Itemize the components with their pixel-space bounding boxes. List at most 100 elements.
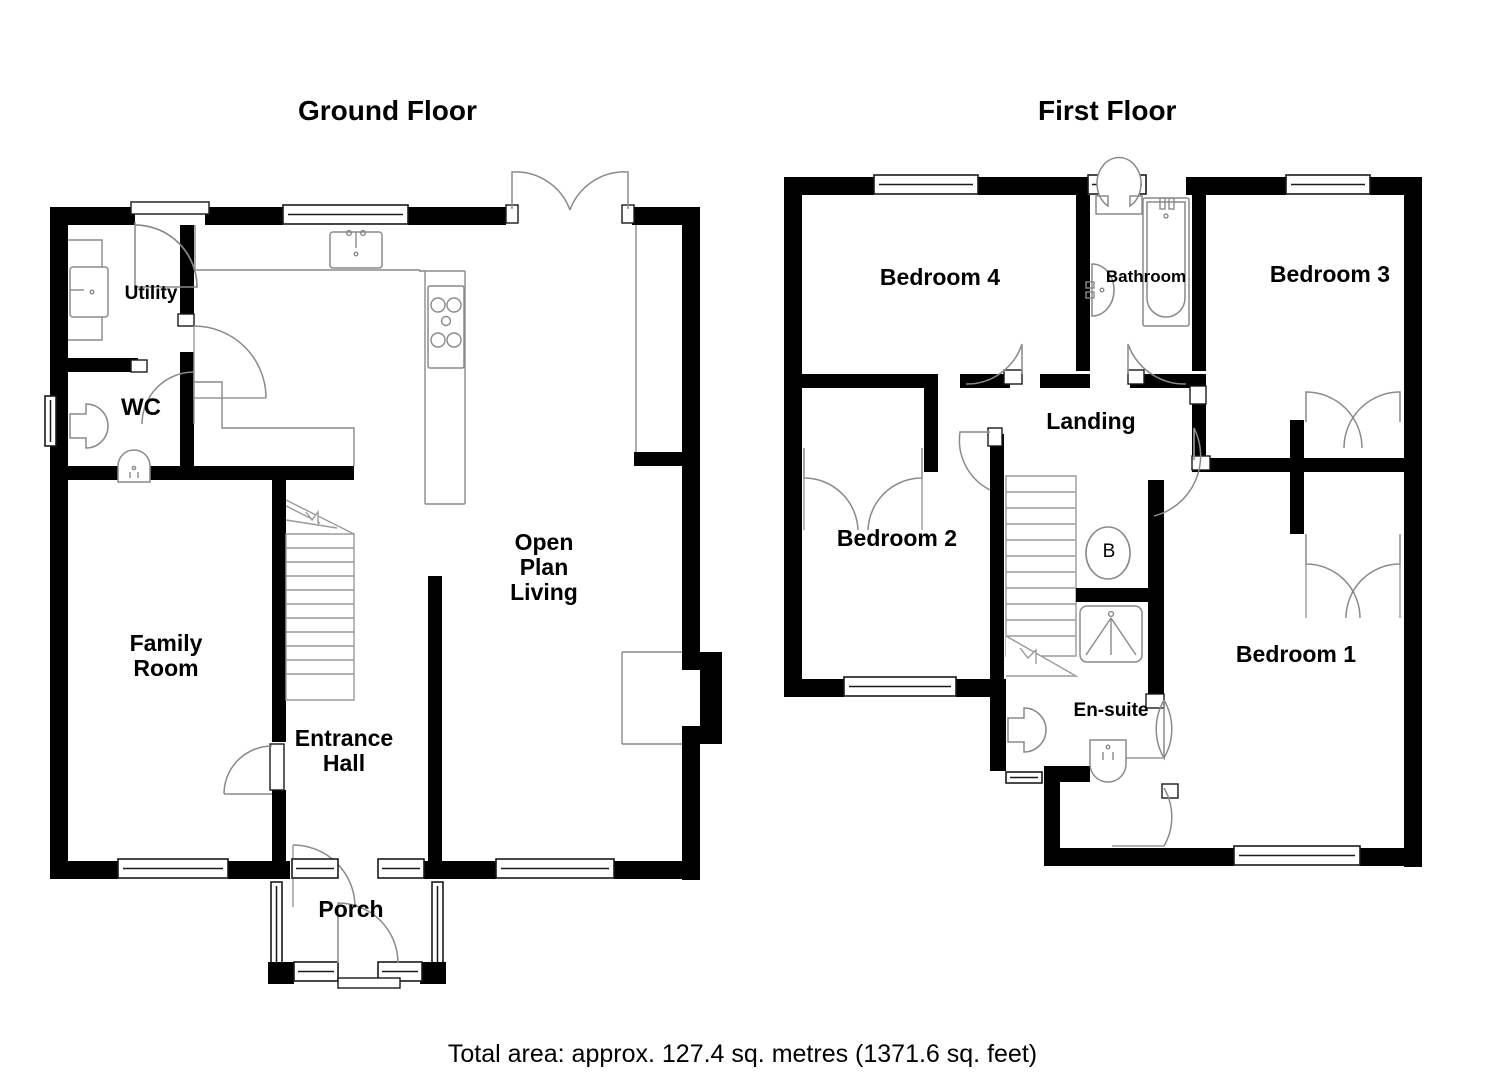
ff-wall-bottom-a bbox=[784, 679, 844, 697]
ff-wall-bed4-bottom-a bbox=[802, 374, 938, 388]
ff-wardrobe-bedroom1 bbox=[1305, 534, 1401, 619]
ground-floor-title: Ground Floor bbox=[298, 95, 477, 126]
room-label-en-suite: En-suite bbox=[1073, 700, 1149, 721]
ff-door-bathroom bbox=[1127, 343, 1187, 385]
ff-toilet bbox=[1095, 156, 1143, 215]
ff-ensuite-toilet bbox=[1007, 707, 1047, 753]
gf-chimney-outer bbox=[700, 652, 722, 744]
gf-window-kitchen bbox=[282, 204, 409, 225]
gf-wall-family-top-b bbox=[194, 466, 354, 480]
gf-french-doors bbox=[505, 171, 635, 224]
room-label-entrance-hall: Entrance Hall bbox=[294, 725, 394, 776]
ff-wall-bath-bed3 bbox=[1192, 195, 1206, 371]
gf-wall-top-a bbox=[205, 207, 283, 225]
ff-ensuite-basin bbox=[1089, 739, 1127, 783]
gf-window-family-room bbox=[117, 858, 229, 879]
gf-wall-hall-right bbox=[428, 576, 442, 864]
ff-bath bbox=[1146, 201, 1186, 318]
ff-bathroom-fixtures bbox=[1085, 156, 1190, 327]
ff-wardrobe-bedroom3 bbox=[1305, 391, 1401, 449]
ff-wall-ensuite-left bbox=[990, 679, 1006, 771]
gf-porch-post-left bbox=[268, 962, 294, 984]
gf-chimney-bottom bbox=[682, 726, 722, 744]
ff-door-bedroom2 bbox=[958, 427, 1003, 491]
room-label-porch: Porch bbox=[318, 896, 384, 922]
ff-wall-landing-right-a bbox=[1192, 388, 1206, 472]
ff-wall-landing-left-b bbox=[990, 494, 1004, 694]
gf-porch-door-swing bbox=[337, 902, 399, 964]
ff-shower bbox=[1076, 588, 1150, 663]
gf-wall-utility-right-b bbox=[180, 352, 194, 376]
ff-wardrobe-bedroom2 bbox=[803, 448, 923, 531]
ff-door-bedroom1 bbox=[1153, 427, 1211, 517]
gf-wall-right-lower bbox=[682, 744, 700, 880]
room-label-bedroom-3: Bedroom 3 bbox=[1269, 261, 1391, 287]
ff-window-bed1 bbox=[1233, 845, 1361, 866]
first-floor-title: First Floor bbox=[1038, 95, 1177, 126]
gf-porch bbox=[268, 858, 446, 989]
gf-staircase bbox=[285, 499, 355, 701]
ff-staircase bbox=[1005, 475, 1079, 677]
total-area-caption: Total area: approx. 127.4 sq. metres (13… bbox=[447, 1040, 1038, 1068]
gf-chimney-breast bbox=[621, 651, 682, 745]
ff-wall-top-b bbox=[978, 177, 1088, 195]
ff-wall-bed1-rear-left bbox=[1044, 766, 1060, 856]
ff-basin bbox=[1091, 263, 1115, 317]
room-label-open-plan-living: Open Plan Living bbox=[510, 529, 578, 605]
gf-wc-fixtures bbox=[69, 403, 151, 483]
gf-wall-bottom-a bbox=[50, 861, 118, 879]
boiler-marker-label: B bbox=[1102, 541, 1116, 562]
room-label-bathroom: Bathroom bbox=[1105, 267, 1187, 286]
ff-window-bed4 bbox=[873, 174, 979, 195]
ff-wall-left bbox=[784, 177, 802, 697]
room-label-bedroom-4: Bedroom 4 bbox=[879, 264, 1001, 290]
ff-wall-bottom-c bbox=[1044, 848, 1234, 866]
gf-wall-hall-left-a bbox=[272, 480, 286, 742]
gf-chimney-top bbox=[682, 652, 700, 670]
gf-door-utility-external bbox=[130, 201, 210, 288]
room-label-utility: Utility bbox=[124, 283, 178, 304]
ff-window-ensuite bbox=[1005, 771, 1043, 784]
ff-wall-top-c bbox=[1186, 177, 1286, 195]
ff-wall-bed1-wardrobe-a bbox=[1290, 472, 1304, 534]
ff-window-bed3 bbox=[1285, 174, 1371, 195]
ff-wall-landing-left-a bbox=[990, 434, 1004, 494]
ff-wall-landing-right-b bbox=[1148, 480, 1164, 696]
gf-window-wc bbox=[44, 395, 57, 447]
gf-door-family-room bbox=[223, 743, 285, 795]
gf-wall-right-upper bbox=[682, 207, 700, 457]
ff-wall-ensuite-bottom bbox=[1044, 766, 1090, 782]
ff-wall-shower-top bbox=[1076, 588, 1150, 602]
room-label-bedroom-1: Bedroom 1 bbox=[1235, 641, 1357, 667]
gf-hob bbox=[427, 285, 465, 369]
room-label-landing: Landing bbox=[1046, 408, 1136, 434]
ff-door-bedroom3 bbox=[1189, 385, 1207, 405]
ff-wall-bed4-bottom-c bbox=[1040, 374, 1090, 388]
gf-door-wc bbox=[130, 359, 195, 425]
room-label-wc: WC bbox=[121, 394, 161, 421]
ff-wall-bed2-right-a bbox=[924, 374, 938, 472]
gf-wall-top-left bbox=[50, 207, 135, 225]
gf-wall-utility-wc bbox=[68, 358, 138, 372]
ff-ensuite-fixtures bbox=[1007, 707, 1127, 783]
gf-wall-left bbox=[50, 207, 68, 879]
ff-wall-bottom-d bbox=[1360, 848, 1422, 866]
gf-wall-top-b bbox=[408, 207, 506, 225]
gf-wall-bottom-c bbox=[424, 861, 496, 879]
gf-toilet bbox=[69, 403, 109, 449]
gf-washing-machine bbox=[69, 266, 109, 318]
gf-wall-wc-right bbox=[180, 372, 194, 470]
gf-wall-right-mid bbox=[682, 452, 700, 652]
gf-wall-hall-left-b bbox=[272, 790, 286, 862]
room-label-bedroom-2: Bedroom 2 bbox=[836, 525, 958, 551]
ff-wall-bed3-wardrobe-a bbox=[1290, 420, 1304, 460]
ground-floor-plan bbox=[44, 171, 722, 989]
ff-door-bedroom4 bbox=[965, 343, 1023, 385]
gf-porch-post-right bbox=[420, 962, 446, 984]
ff-window-bed2 bbox=[843, 676, 957, 697]
ff-wall-bed4-bath bbox=[1076, 195, 1090, 371]
ff-door-bed1-recess bbox=[1112, 783, 1179, 847]
room-label-family-room: Family Room bbox=[129, 630, 203, 681]
